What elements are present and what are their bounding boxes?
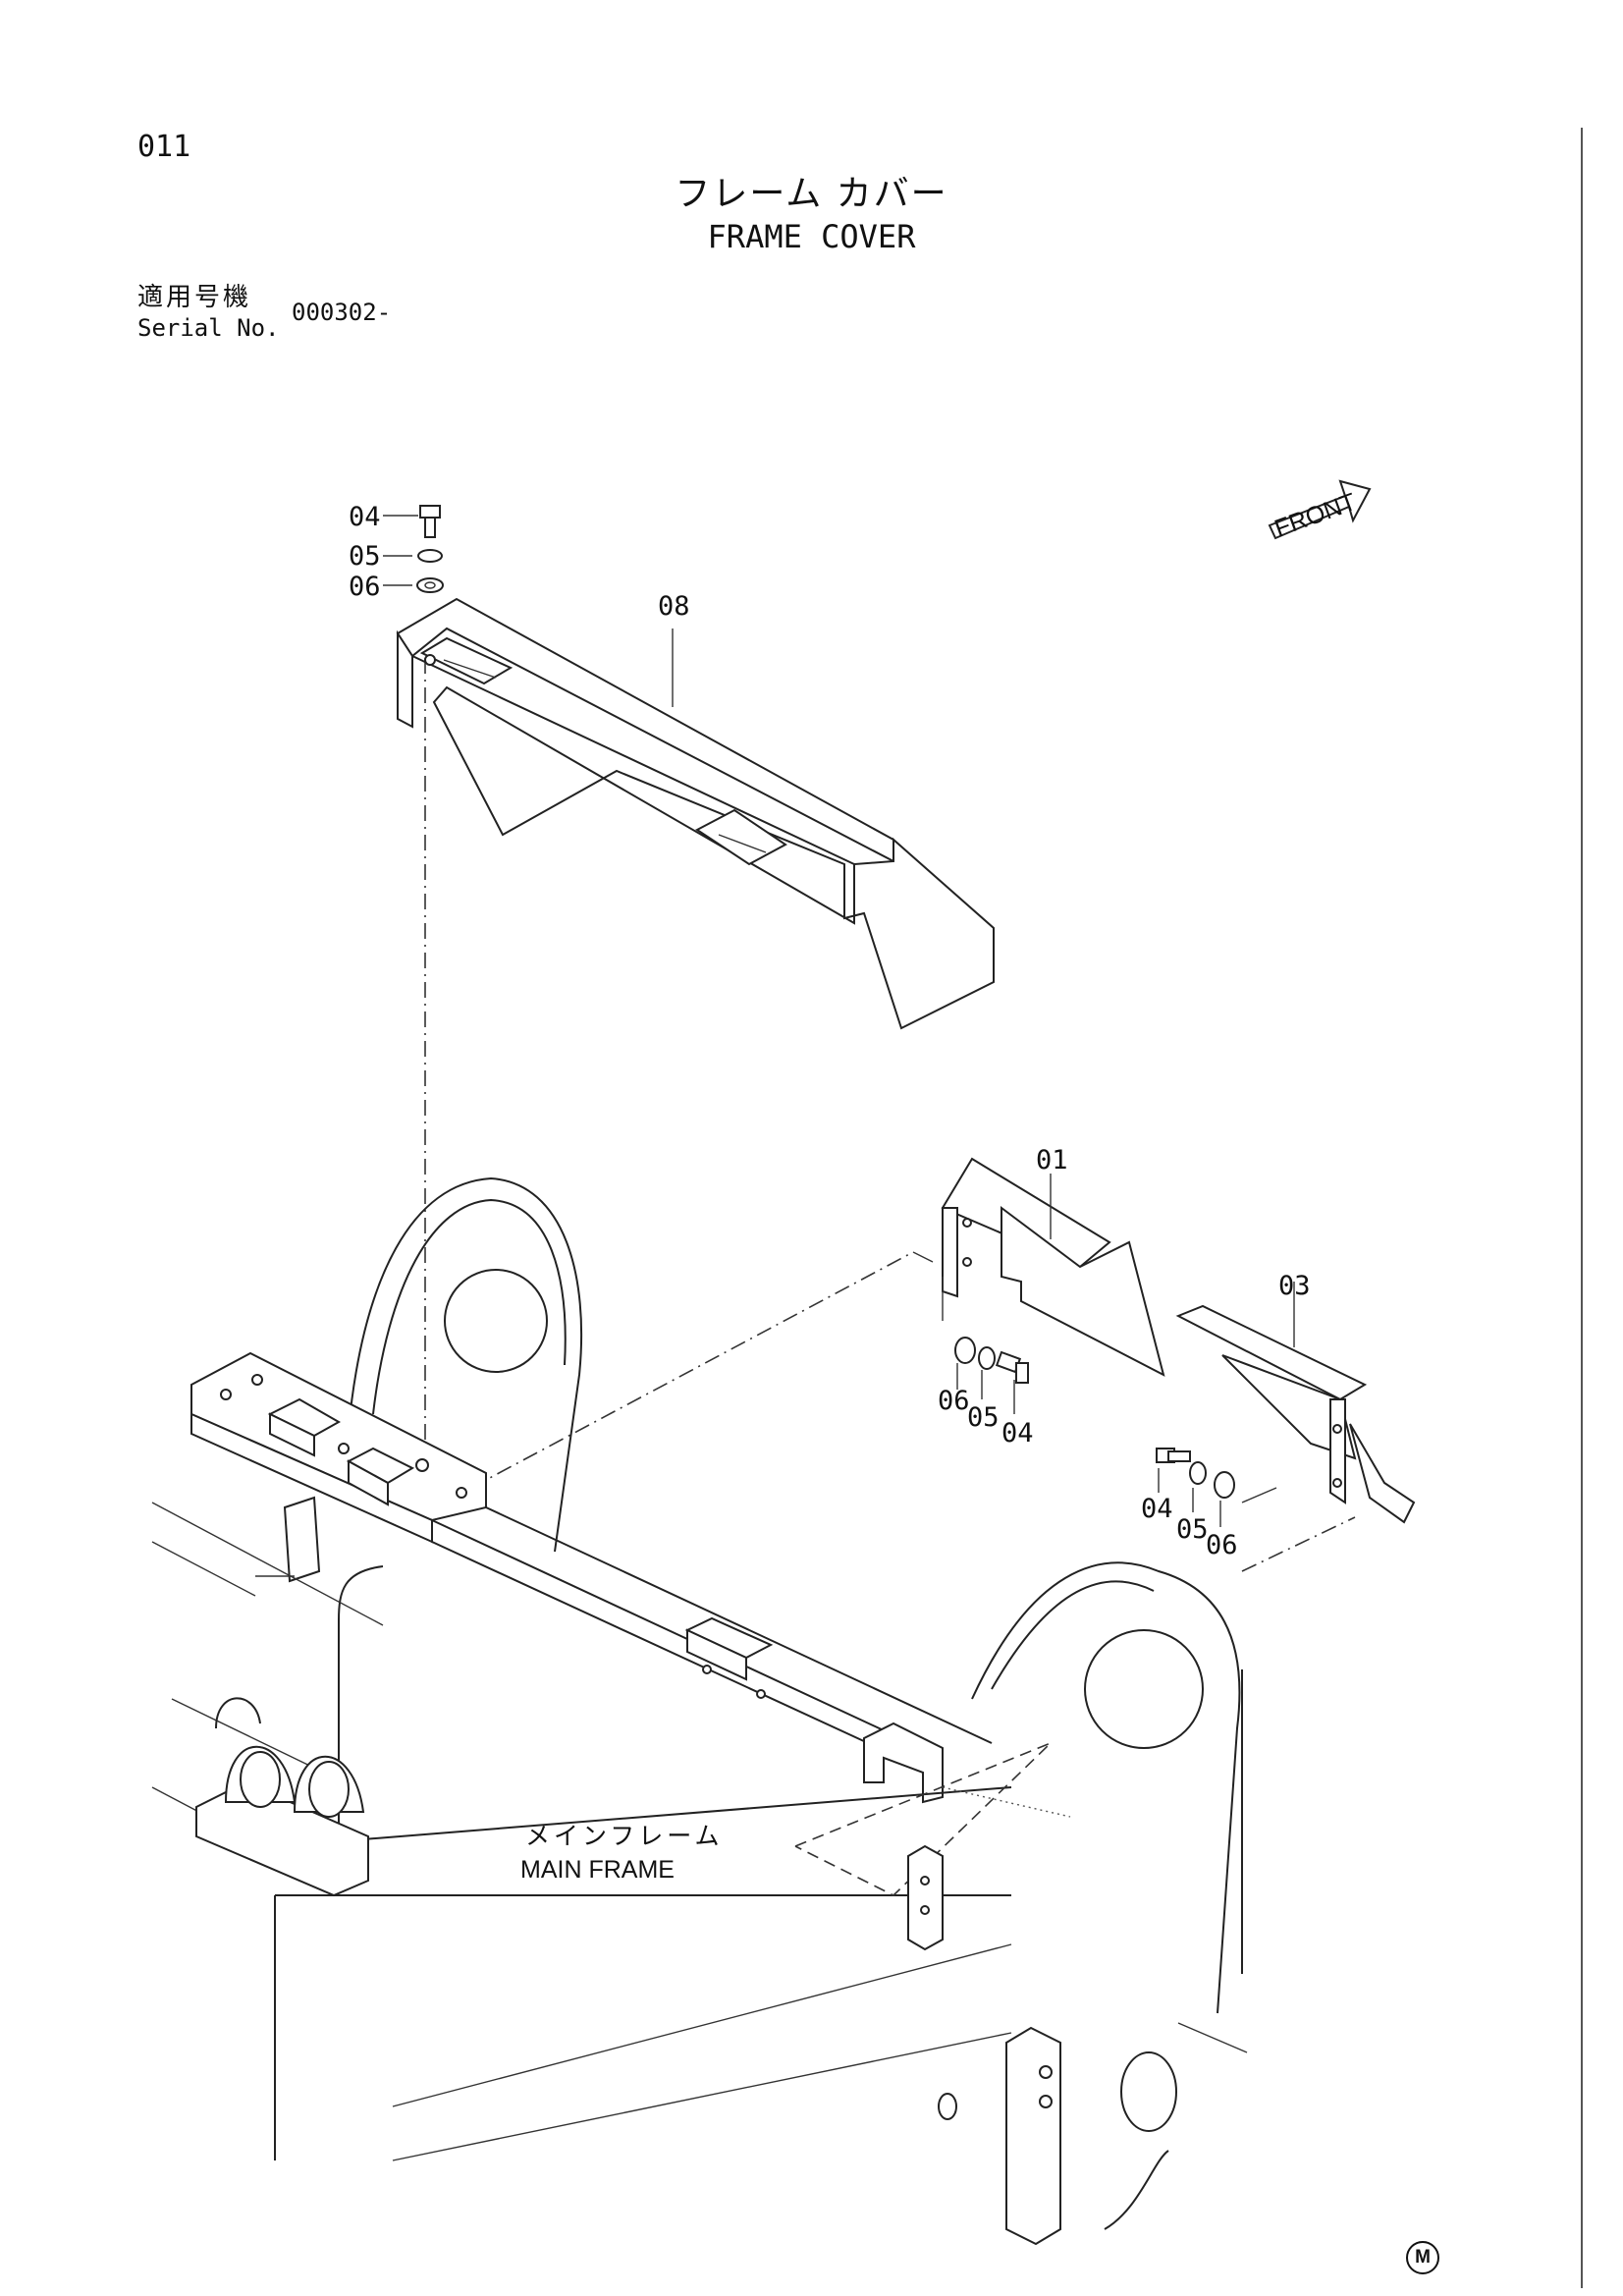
assembly-line xyxy=(1241,1516,1356,1572)
pin-bracket-icon xyxy=(195,1746,369,1897)
flat-washer-icon xyxy=(416,577,444,593)
front-arrow-icon: FRONT xyxy=(1268,479,1372,543)
callout-06-mid: 06 xyxy=(938,1386,970,1416)
callout-06: 06 xyxy=(349,572,381,602)
callout-04-right: 04 xyxy=(1141,1494,1173,1524)
page-number: 011 xyxy=(137,130,191,164)
title-japanese: フレーム カバー xyxy=(675,174,948,214)
cover-plate-01 xyxy=(941,1157,1165,1377)
page-title: FRAME COVER xyxy=(707,218,916,255)
main-frame-label-jp: メインフレーム xyxy=(525,1823,724,1850)
mounting-block-icon xyxy=(267,1397,342,1457)
top-hardware-stack xyxy=(383,505,444,593)
callout-03: 03 xyxy=(1278,1271,1311,1301)
callout-04: 04 xyxy=(349,502,381,532)
mounting-block-icon xyxy=(684,1616,774,1681)
bolt-icon xyxy=(419,505,441,538)
circled-m-mark: M xyxy=(1406,2241,1439,2274)
spring-washer-icon xyxy=(978,1346,996,1370)
hinge-icon xyxy=(695,808,787,866)
main-frame-label: MAIN FRAME xyxy=(520,1856,675,1884)
callout-06-right: 06 xyxy=(1206,1530,1238,1560)
assembly-line xyxy=(470,1251,914,1489)
serial-number-value: 000302- xyxy=(292,299,392,326)
hinge-icon xyxy=(419,636,514,685)
spring-washer-icon xyxy=(1189,1461,1207,1485)
bolt-icon xyxy=(995,1350,1029,1384)
callout-01: 01 xyxy=(1036,1145,1068,1175)
hidden-outline xyxy=(794,1742,1052,1896)
flat-washer-icon xyxy=(1214,1471,1235,1499)
callout-05-mid: 05 xyxy=(967,1402,1000,1433)
scan-edge-line xyxy=(1581,128,1583,2288)
front-label: FRONT xyxy=(1271,488,1359,543)
middle-hardware-stack xyxy=(942,1277,1029,1414)
right-hardware-stack xyxy=(1156,1448,1277,1527)
callout-08: 08 xyxy=(658,591,690,622)
callout-04-mid: 04 xyxy=(1001,1418,1034,1449)
callout-05-right: 05 xyxy=(1176,1514,1209,1545)
callout-05: 05 xyxy=(349,541,381,572)
main-frame xyxy=(151,1176,1248,2246)
spring-washer-icon xyxy=(417,549,443,563)
serial-label-japanese: 適用号機 xyxy=(137,283,252,312)
flat-washer-icon xyxy=(954,1337,976,1364)
cover-plate-03 xyxy=(1175,1282,1416,1524)
frame-cover-08 xyxy=(396,597,995,1030)
serial-label: Serial No. xyxy=(137,314,280,342)
mounting-block-icon xyxy=(346,1447,415,1506)
bolt-icon xyxy=(1156,1448,1191,1463)
